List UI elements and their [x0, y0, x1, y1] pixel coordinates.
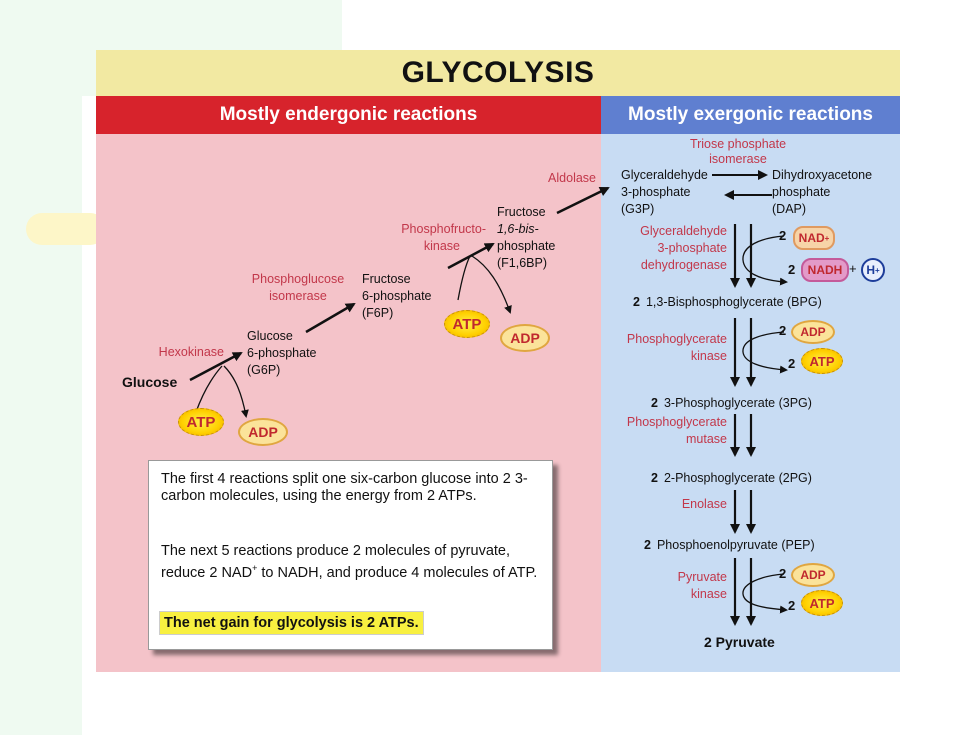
pgk-line2: kinase: [690, 349, 727, 363]
dap-line1: Dihydroxyacetone: [772, 168, 873, 182]
reaction-arrows: [189, 170, 788, 626]
arrow-f6p-f16bp: [447, 242, 495, 270]
curve-adp-1: [223, 365, 249, 418]
pyruvate-label: 2 Pyruvate: [704, 634, 775, 650]
background-stripe: [0, 0, 82, 735]
summary-note: The first 4 reactions split one six-carb…: [148, 460, 553, 650]
adp-coefficient-2: 2: [779, 566, 787, 581]
g3p-line3: (G3P): [621, 202, 655, 216]
hexokinase-label: Hexokinase: [158, 345, 224, 359]
note-paragraph-1: The first 4 reactions split one six-carb…: [161, 471, 528, 504]
f16bp-line1: Fructose: [497, 205, 546, 219]
f16bp-line4: (F1,6BP): [497, 256, 548, 270]
arrow-glucose-g6p: [189, 351, 243, 382]
nad-badge: NAD+: [793, 226, 835, 250]
f6p-line1: Fructose: [362, 272, 411, 286]
left-header: Mostly endergonic reactions: [96, 96, 601, 134]
atp-badge-1: ATP: [178, 408, 224, 436]
glycolysis-figure: GLYCOLYSIS Mostly endergonic reactions M…: [96, 50, 900, 672]
adp-badge-2: ADP: [500, 324, 550, 352]
atp-coefficient-2: 2: [788, 598, 796, 613]
pgm-line1: Phosphoglycerate: [626, 415, 727, 429]
side-curves: [742, 235, 788, 614]
f16bp-line3: phosphate: [497, 239, 556, 253]
adp-coefficient-1: 2: [779, 323, 787, 338]
right-header: Mostly exergonic reactions: [601, 96, 900, 134]
f16bp-line2: 1,6-bis-: [497, 222, 539, 236]
triose-isomerase-line2: isomerase: [709, 152, 767, 166]
curve-atp-2: [457, 255, 471, 301]
nadh-badge: NADH: [801, 258, 849, 282]
note-paragraph-2: The next 5 reactions produce 2 molecules…: [161, 543, 538, 581]
nad-coefficient: 2: [779, 228, 787, 243]
g3p-line2: 3-phosphate: [621, 185, 691, 199]
curve-atp-1: [195, 365, 223, 413]
phosphofructokinase-line2: kinase: [423, 239, 460, 253]
phosphofructokinase-line1: Phosphofructo-: [401, 222, 486, 236]
figure-title: GLYCOLYSIS: [401, 56, 595, 89]
phosphoglucose-line1: Phosphoglucose: [251, 272, 345, 286]
curve-adp-2: [471, 255, 512, 314]
phosphoglucose-line2: isomerase: [269, 289, 327, 303]
enolase-label: Enolase: [681, 497, 727, 511]
h-plus-badge: H+: [861, 258, 885, 282]
adp-badge-1: ADP: [238, 418, 288, 446]
arrow-f16bp-g3p: [556, 186, 610, 215]
g6p-line3: (G6P): [247, 363, 281, 377]
atp-badge-2: ATP: [444, 310, 490, 338]
dap-line2: phosphate: [772, 185, 831, 199]
net-gain-highlight: The net gain for glycolysis is 2 ATPs.: [159, 611, 424, 635]
vertical-arrows: [730, 224, 756, 626]
nadh-coefficient: 2: [788, 262, 796, 277]
pgm-line2: mutase: [686, 432, 727, 446]
f6p-line2: 6-phosphate: [362, 289, 432, 303]
f6p-line3: (F6P): [362, 306, 394, 320]
pk-line1: Pyruvate: [677, 570, 727, 584]
atp-coefficient-1: 2: [788, 356, 796, 371]
pgk-line1: Phosphoglycerate: [626, 332, 727, 346]
g3pdh-line2: 3-phosphate: [657, 241, 727, 255]
aldolase-label: Aldolase: [548, 171, 596, 185]
triose-isomerase-line1: Triose phosphate: [689, 137, 787, 151]
atp-badge-3: ATP: [801, 348, 843, 374]
adp-badge-3: ADP: [791, 320, 835, 344]
g3pdh-line1: Glyceraldehyde: [640, 224, 727, 238]
background-pill: [26, 213, 106, 245]
dap-line3: (DAP): [772, 202, 807, 216]
plus-sign: +: [849, 261, 857, 276]
g3pdh-line3: dehydrogenase: [640, 258, 727, 272]
g3p-line1: Glyceraldehyde: [621, 168, 708, 182]
adp-badge-4: ADP: [791, 563, 835, 587]
arrow-g6p-f6p: [305, 302, 356, 334]
pk-line2: kinase: [690, 587, 727, 601]
atp-badge-4: ATP: [801, 590, 843, 616]
title-bar: GLYCOLYSIS: [96, 50, 900, 96]
glucose-label: Glucose: [122, 374, 178, 390]
g6p-line1: Glucose: [247, 329, 293, 343]
g6p-line2: 6-phosphate: [247, 346, 317, 360]
